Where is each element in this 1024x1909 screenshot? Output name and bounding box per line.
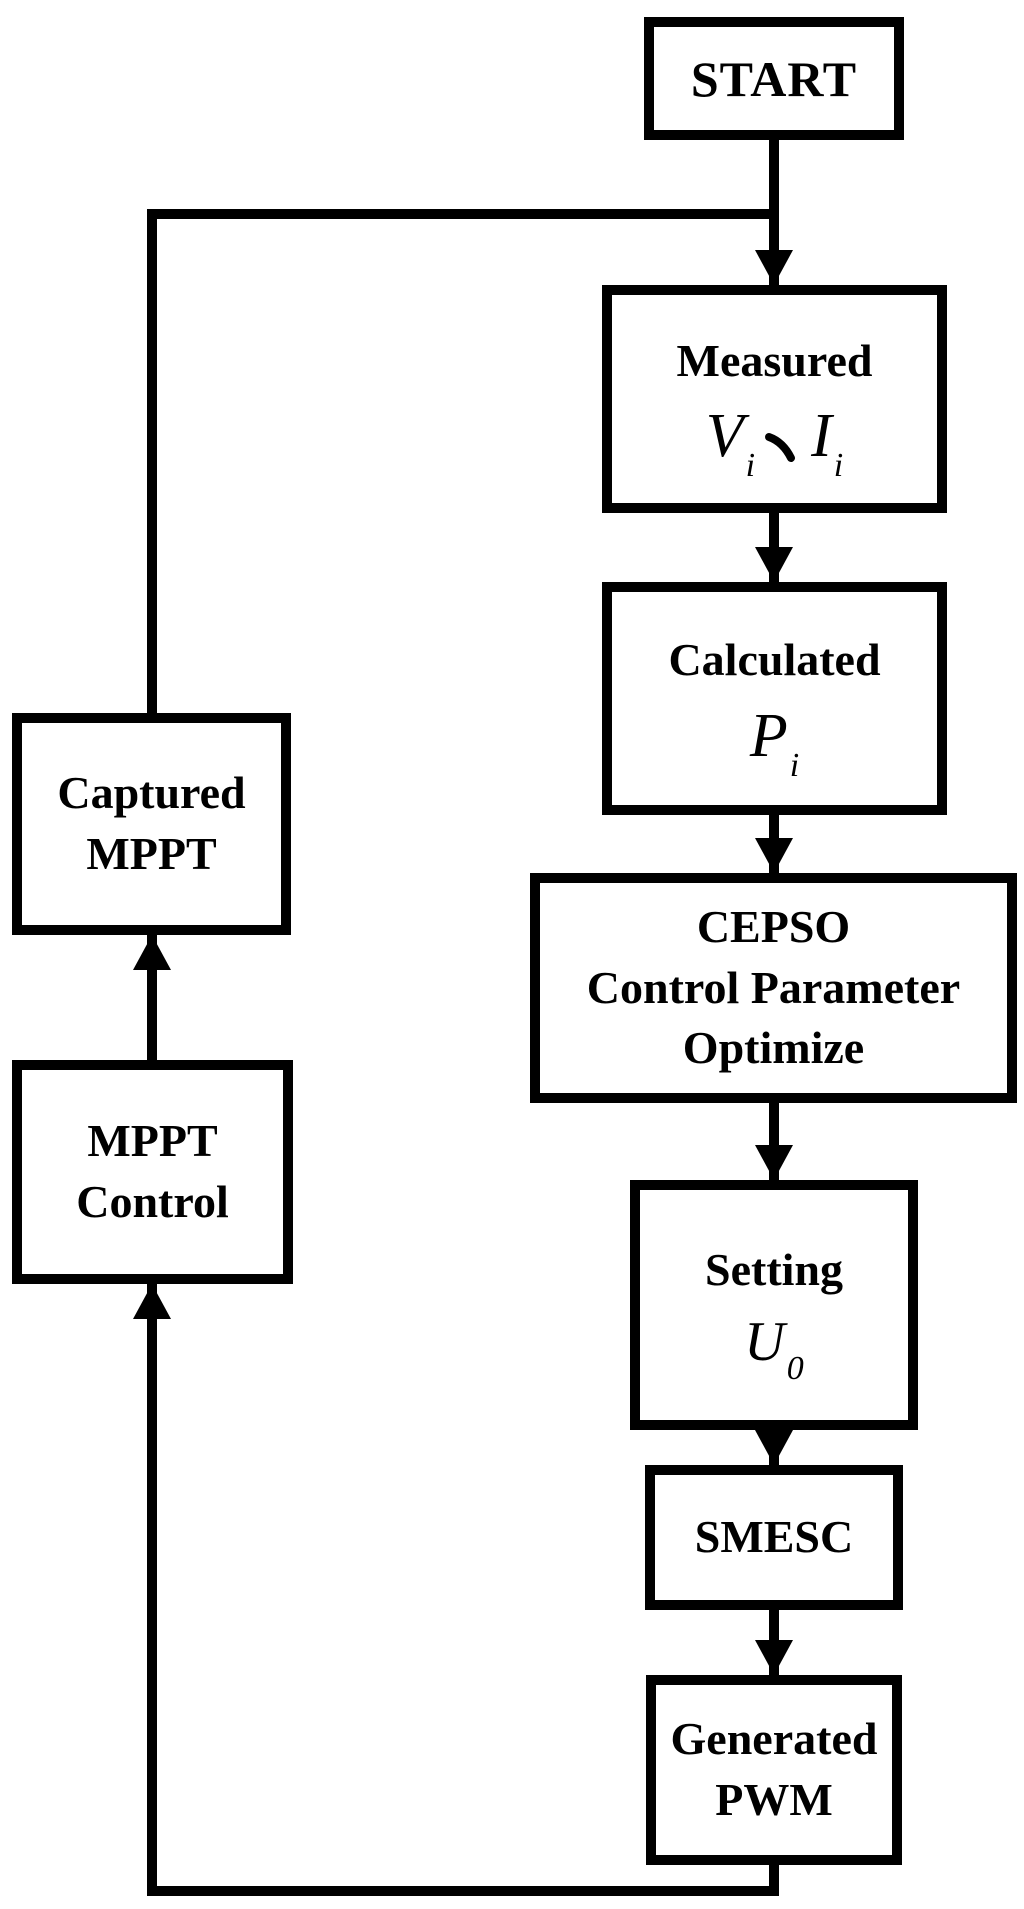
arrow-down-into-measured-icon [755, 250, 793, 285]
node-captured-mppt: Captured MPPT [12, 713, 291, 935]
connector-feedback-left-lower [147, 1284, 157, 1896]
formula-sub-i2: i [833, 447, 844, 485]
node-cepso-line2: Control Parameter [586, 961, 961, 1013]
formula-var-i: I [811, 402, 832, 471]
node-captured-mppt-line2: MPPT [86, 828, 217, 879]
node-mppt-control: MPPT Control [12, 1060, 293, 1284]
node-cepso: CEPSO Control Parameter Optimize [530, 873, 1017, 1103]
node-generated-pwm: Generated PWM [646, 1675, 902, 1865]
formula-var-u: U [744, 1311, 785, 1374]
arrow-down-into-smesc-icon [755, 1430, 793, 1465]
node-calculated-label: Calculated [668, 634, 881, 686]
node-measured-label: Measured [676, 334, 873, 386]
arrow-down-into-cepso-icon [755, 838, 793, 873]
connector-feedback-left-upper [147, 209, 157, 713]
node-smesc-label: SMESC [694, 1511, 854, 1563]
connector-pwm-down-stub [769, 1860, 779, 1896]
formula-sub-i: i [745, 447, 756, 485]
node-smesc: SMESC [645, 1465, 903, 1610]
node-cepso-line3: Optimize [682, 1022, 865, 1074]
node-generated-pwm-line1: Generated [670, 1713, 878, 1765]
node-start-label: START [690, 50, 858, 107]
node-setting-label: Setting [705, 1243, 843, 1295]
arrow-up-into-mpptcontrol-icon [133, 1284, 171, 1319]
formula-var-v: V [705, 402, 744, 471]
arrow-down-into-pwm-icon [755, 1640, 793, 1675]
connector-feedback-bottom-horizontal [147, 1886, 779, 1896]
node-start: START [644, 17, 904, 140]
arrow-down-into-calculated-icon [755, 547, 793, 582]
formula-sub-i3: i [789, 746, 800, 784]
formula-var-p: P [749, 701, 788, 770]
arrow-down-into-setting-icon [755, 1145, 793, 1180]
connector-feedback-top-horizontal [147, 209, 779, 219]
node-cepso-line1: CEPSO [696, 900, 851, 952]
connector-mpptcontrol-capturedmppt [147, 935, 157, 1060]
arrow-up-into-capturedmppt-icon [133, 935, 171, 970]
formula-sub-0: 0 [786, 1350, 804, 1388]
node-generated-pwm-line2: PWM [715, 1774, 833, 1825]
node-captured-mppt-line1: Captured [57, 767, 246, 819]
connector-cepso-setting [769, 1103, 779, 1180]
node-mppt-control-line2: Control [76, 1176, 229, 1227]
node-mppt-control-line1: MPPT [87, 1115, 218, 1167]
ideographic-comma-icon [763, 415, 799, 463]
